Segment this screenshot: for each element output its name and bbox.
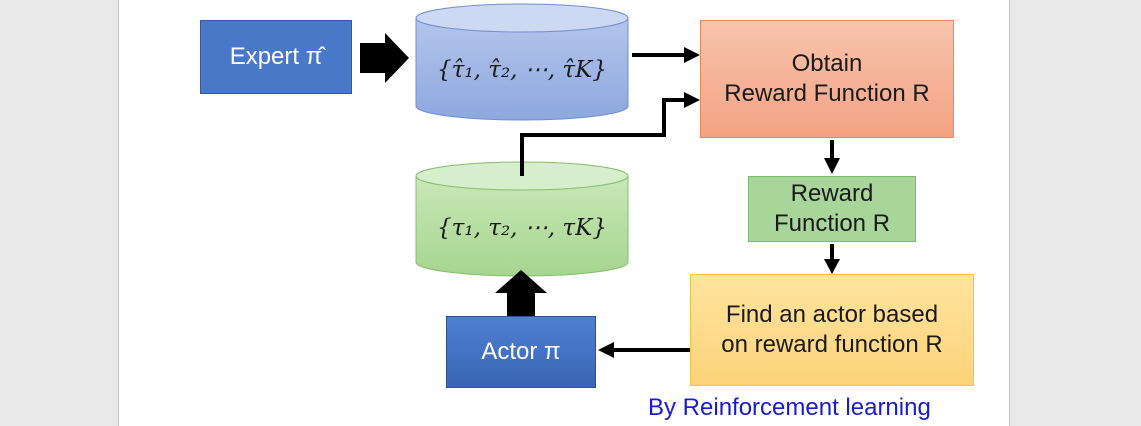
arrow-find-to-actor <box>598 342 690 358</box>
expert-label: Expert π̂ <box>229 43 323 70</box>
find-actor-box: Find an actor based on reward function R <box>690 274 974 386</box>
arrow-demos-to-obtain <box>632 47 700 63</box>
arrow-trajectories-to-obtain <box>520 92 700 176</box>
reward-line-1: Reward <box>790 180 874 207</box>
block-arrow-right <box>360 33 409 83</box>
actor-label: Actor π <box>481 338 561 365</box>
reward-function-box: Reward Function R <box>748 176 916 242</box>
find-line-1: Find an actor based <box>725 301 939 328</box>
actor-trajectories-cylinder <box>415 161 629 277</box>
actor-box: Actor π <box>446 316 596 388</box>
arrow-reward-to-find <box>824 244 840 274</box>
find-line-2: on reward function R <box>721 331 943 358</box>
credit-caption: By Reinforcement learning <box>648 394 931 421</box>
obtain-line-2: Reward Function R <box>724 80 930 107</box>
expert-box: Expert π̂ <box>200 20 352 94</box>
expert-demos-cylinder <box>415 3 629 121</box>
actor-trajectories-label: {τ₁, τ₂, ⋯, τK} <box>437 215 607 241</box>
arrow-obtain-to-reward <box>824 140 840 174</box>
obtain-reward-box: Obtain Reward Function R <box>700 20 954 138</box>
expert-demos-label: {τ̂₁, τ̂₂, ⋯, τ̂K} <box>437 57 607 83</box>
obtain-line-1: Obtain <box>791 50 863 77</box>
block-arrow-up <box>495 270 547 316</box>
reward-line-2: Function R <box>773 210 891 237</box>
